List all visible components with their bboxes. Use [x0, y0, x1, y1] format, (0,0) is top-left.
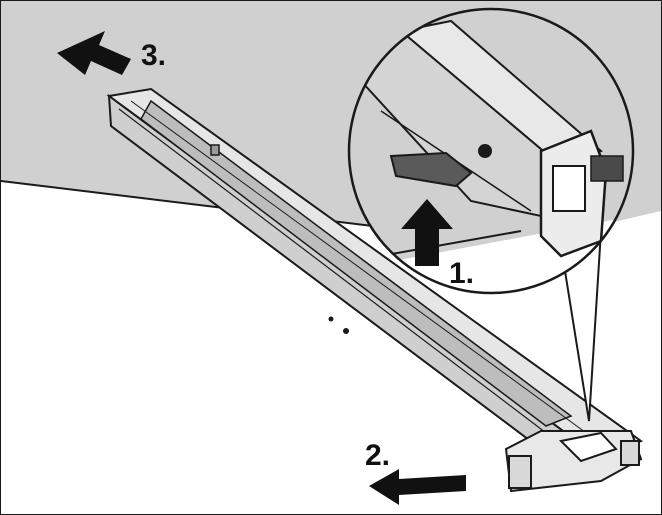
detail-clip: [590, 155, 624, 182]
detail-callout: [347, 7, 635, 422]
step-1-label: 1.: [449, 257, 475, 290]
rail-hole: [328, 316, 334, 322]
arrow-left-icon: [369, 469, 466, 505]
detail-circle-outline: [347, 7, 635, 295]
rail-groove: [118, 108, 592, 468]
rail-groove: [130, 100, 612, 452]
step-2-label: 2.: [365, 439, 391, 472]
rail-stud: [210, 144, 220, 156]
rail-hole: [343, 328, 349, 334]
release-clip-icon: [389, 151, 473, 188]
release-clip-icon: [558, 431, 618, 463]
rail-end-cap: [620, 440, 640, 466]
detail-rail-hole: [478, 144, 492, 158]
rail-end-cap: [508, 455, 532, 489]
detail-bracket-slot: [552, 165, 586, 212]
step-3-label: 3.: [141, 39, 167, 72]
telescopic-rail: [106, 87, 643, 493]
arrow-up-icon: [401, 199, 453, 266]
rail-inner-slide: [140, 99, 573, 427]
arrow-up-left-icon: [57, 31, 131, 75]
